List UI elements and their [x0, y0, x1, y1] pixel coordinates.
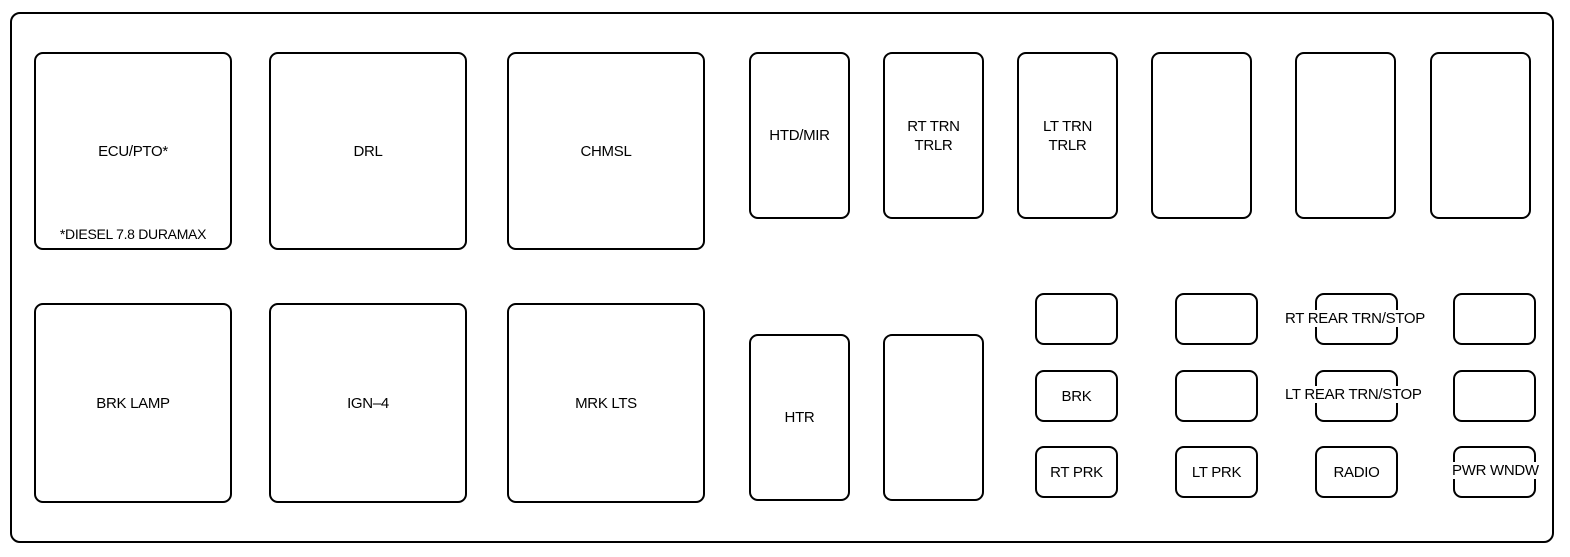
relay-ecu-pto-label: ECU/PTO*	[98, 142, 168, 160]
mini-fuse-rt-prk-label: RT PRK	[1050, 463, 1103, 481]
relay-mrk-lts-label: MRK LTS	[575, 394, 637, 412]
mini-fuse-brk: BRK	[1035, 370, 1118, 422]
mini-fuse-lt-rear-trn-stop-label: LT REAR TRN/STOP	[1283, 386, 1424, 403]
fuse-htr-label: HTR	[784, 409, 815, 426]
mini-fuse-rt-rear-trn-stop-label: RT REAR TRN/STOP	[1283, 310, 1427, 327]
mini-fuse-radio-label: RADIO	[1333, 463, 1380, 481]
mini-fuse-spare-1	[1035, 293, 1118, 345]
relay-chmsl-label: CHMSL	[580, 142, 632, 160]
fuse-spare-1	[1151, 52, 1252, 219]
fuse-htr: HTR	[749, 334, 850, 501]
mini-fuse-radio: RADIO	[1315, 446, 1398, 498]
fuse-htd-mir: HTD/MIR	[749, 52, 850, 219]
relay-chmsl: CHMSL	[507, 52, 705, 250]
relay-ign-4-label: IGN–4	[347, 394, 389, 412]
fuse-lt-trn-trlr: LT TRN TRLR	[1017, 52, 1118, 219]
relay-ecu-pto: ECU/PTO* *DIESEL 7.8 DURAMAX	[34, 52, 232, 250]
relay-mrk-lts: MRK LTS	[507, 303, 705, 503]
relay-brk-lamp: BRK LAMP	[34, 303, 232, 503]
relay-brk-lamp-label: BRK LAMP	[96, 394, 170, 412]
mini-fuse-spare-2	[1175, 293, 1258, 345]
relay-ecu-pto-note: *DIESEL 7.8 DURAMAX	[59, 226, 207, 242]
relay-drl-label: DRL	[353, 142, 383, 160]
mini-fuse-rt-prk: RT PRK	[1035, 446, 1118, 498]
mini-fuse-brk-label: BRK	[1061, 387, 1092, 405]
fuse-htd-mir-label: HTD/MIR	[769, 127, 830, 144]
fuse-lt-trn-trlr-label: LT TRN TRLR	[1042, 117, 1093, 154]
fuse-block-outline	[10, 12, 1554, 543]
mini-fuse-pwr-wndw-label: PWR WNDW	[1450, 462, 1541, 479]
relay-drl: DRL	[269, 52, 467, 250]
fuse-rt-trn-trlr-label: RT TRN TRLR	[907, 117, 960, 154]
mini-fuse-spare-3	[1175, 370, 1258, 422]
mini-fuse-lt-prk-label: LT PRK	[1191, 463, 1242, 481]
fuse-spare-2	[1295, 52, 1396, 219]
fuse-spare-4	[883, 334, 984, 501]
fuse-spare-3	[1430, 52, 1531, 219]
fuse-rt-trn-trlr: RT TRN TRLR	[883, 52, 984, 219]
mini-fuse-spare-5	[1453, 370, 1536, 422]
mini-fuse-spare-4	[1453, 293, 1536, 345]
relay-ign-4: IGN–4	[269, 303, 467, 503]
mini-fuse-lt-prk: LT PRK	[1175, 446, 1258, 498]
